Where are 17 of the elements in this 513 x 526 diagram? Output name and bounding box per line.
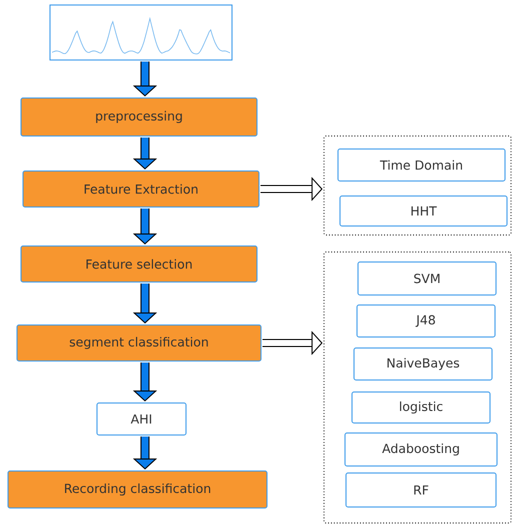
label-box: J48 xyxy=(356,304,496,338)
label-box: SVM xyxy=(358,262,496,296)
label-box: HHT xyxy=(340,196,508,226)
label-box: AHI xyxy=(96,402,186,436)
label-box: NaiveBayes xyxy=(354,348,492,380)
process-box: segment classification xyxy=(16,324,262,362)
label-box: Adaboosting xyxy=(344,432,498,466)
signal-box xyxy=(50,4,232,60)
process-box: Feature Extraction xyxy=(22,170,260,208)
process-box: Recording classification xyxy=(8,470,268,508)
label-box: Time Domain xyxy=(338,148,506,182)
group-box xyxy=(324,136,512,236)
group-box xyxy=(324,252,512,524)
process-box: preprocessing xyxy=(20,98,258,136)
label-box: RF xyxy=(346,472,496,508)
process-box: Feature selection xyxy=(20,246,258,282)
label-box: logistic xyxy=(352,392,490,424)
